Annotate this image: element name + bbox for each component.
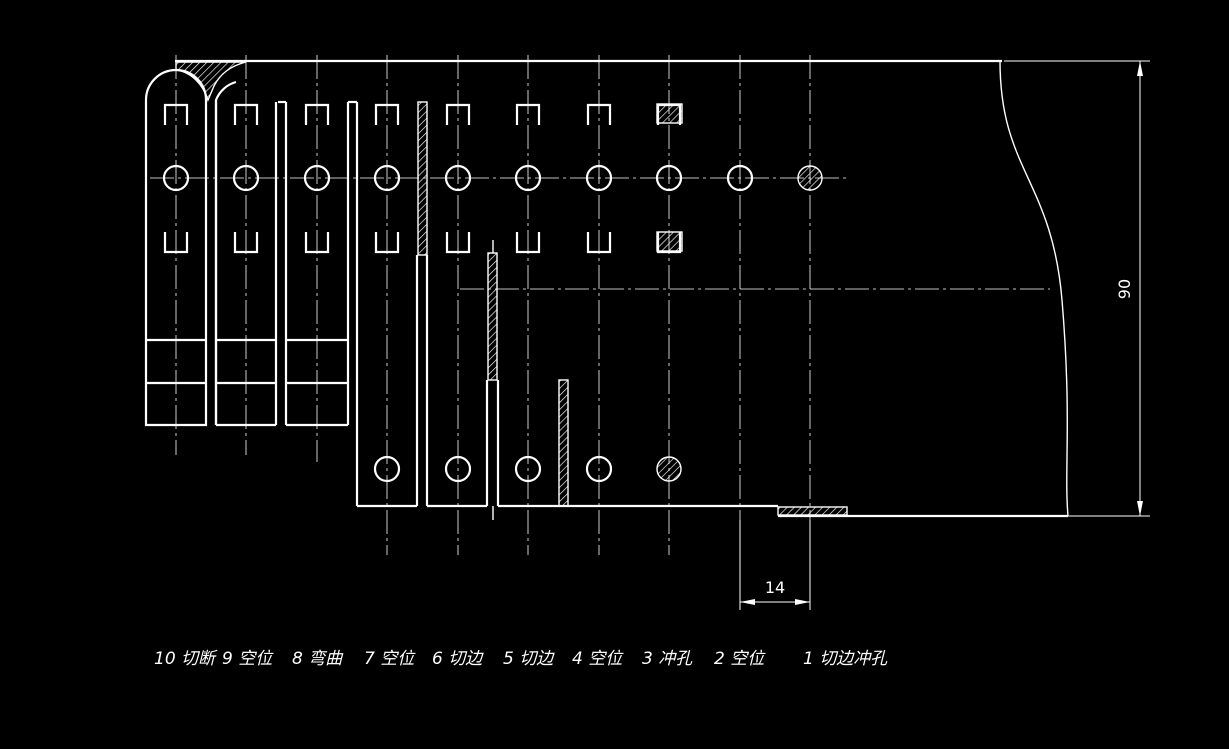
- station-5-part: [487, 240, 498, 520]
- pilot-hole-upper-5: [514, 164, 542, 192]
- pilot-hole-upper-8: [303, 164, 331, 192]
- pilot-hole-upper-7: [373, 164, 401, 192]
- pilot-hole-upper-2: [726, 164, 754, 192]
- pilot-hole-lower-5: [514, 455, 542, 483]
- bracket-top-8: [304, 103, 330, 125]
- bracket-top-6: [445, 103, 471, 125]
- station-10-part: [144, 68, 208, 427]
- pilot-hole-upper-6: [444, 164, 472, 192]
- station-3-square-punches: [656, 103, 683, 252]
- pilot-hole-lower-7: [373, 455, 401, 483]
- station-label-3: 3 冲孔: [642, 649, 693, 669]
- station-label-7: 7 空位: [364, 649, 416, 669]
- pilot-hole-lower-4: [585, 455, 613, 483]
- station-1-edge-cut: [777, 506, 848, 516]
- pilot-hole-lower-3: [656, 456, 682, 482]
- bracket-top-10: [163, 103, 189, 125]
- pilot-hole-lower-6: [444, 455, 472, 483]
- bracket-bottom-7: [374, 232, 400, 254]
- station-label-6: 6 切边: [432, 649, 484, 669]
- bracket-bottom-9: [233, 232, 259, 254]
- dimension-14-text: 14: [765, 578, 785, 597]
- bracket-notches: [163, 103, 682, 254]
- dimension-90-text: 90: [1115, 279, 1134, 299]
- station-label-9: 9 空位: [222, 649, 274, 669]
- bracket-top-7: [374, 103, 400, 125]
- station-4-part: [558, 379, 569, 507]
- pilot-hole-upper-4: [585, 164, 613, 192]
- pilot-hole-upper-9: [232, 164, 260, 192]
- station-label-5: 5 切边: [503, 649, 555, 669]
- station-label-8: 8 弯曲: [292, 649, 344, 669]
- station-center-lines: [175, 55, 811, 555]
- bracket-bottom-4: [586, 232, 612, 254]
- station-8-part: [278, 100, 357, 427]
- dimension-90: 90: [1004, 60, 1150, 517]
- bracket-top-4: [586, 103, 612, 125]
- strip-outline: [175, 59, 1069, 518]
- station-label-2: 2 空位: [714, 649, 766, 669]
- station-label-10: 10 切断: [154, 649, 218, 669]
- station-label-1: 1 切边冲孔: [803, 649, 888, 669]
- station-6-part: [417, 101, 489, 508]
- station-7-part: [355, 102, 419, 508]
- dimension-14: 14: [739, 520, 811, 610]
- pilot-hole-upper-1: [797, 165, 823, 191]
- corner-scrap: [175, 61, 247, 102]
- bracket-bottom-10: [163, 232, 189, 254]
- pilot-hole-upper-10: [162, 164, 190, 192]
- station-label-4: 4 空位: [572, 649, 624, 669]
- station-9-part: [214, 80, 278, 427]
- pilot-holes: [162, 164, 823, 483]
- bracket-bottom-6: [445, 232, 471, 254]
- bracket-top-9: [233, 103, 259, 125]
- station-labels: 10 切断 9 空位 8 弯曲 7 空位 6 切边 5 切边 4 空位 3 冲孔…: [154, 649, 888, 669]
- pilot-hole-upper-3: [655, 164, 683, 192]
- bracket-bottom-8: [304, 232, 330, 254]
- bracket-top-5: [515, 103, 541, 125]
- bracket-bottom-5: [515, 232, 541, 254]
- horizontal-center-lines: [150, 177, 1050, 290]
